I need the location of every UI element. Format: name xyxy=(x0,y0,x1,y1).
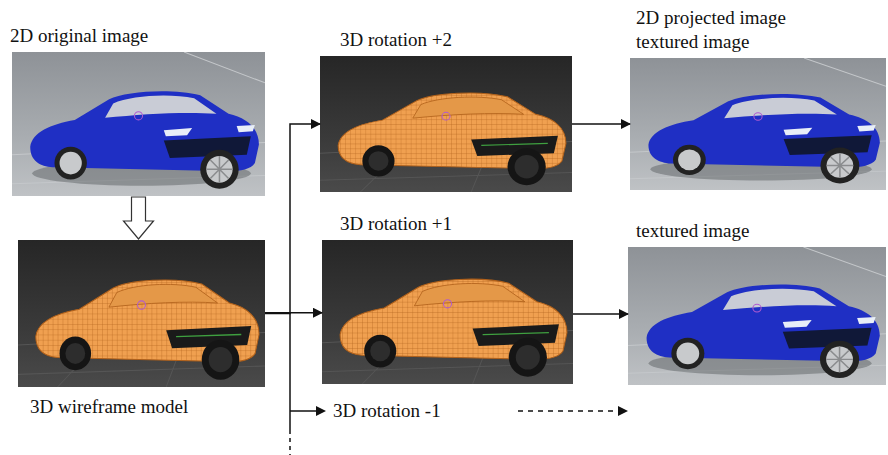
dashed-arrow xyxy=(518,410,620,412)
branch-arrow xyxy=(290,410,318,412)
branch-label: 3D rotation -1 xyxy=(333,399,441,423)
panel-caption: 3D rotation +2 xyxy=(340,28,452,52)
car-photo xyxy=(12,52,265,196)
panel-caption: 2D original image xyxy=(10,24,148,48)
caption-text: 3D rotation +2 xyxy=(340,28,452,52)
caption-text: 2D projected image xyxy=(636,6,786,30)
caption-text: textured image xyxy=(636,219,749,243)
continuation-line xyxy=(289,430,291,455)
caption-text: 2D original image xyxy=(10,24,148,48)
image-panel: 2D original image xyxy=(12,52,265,196)
image-panel: 2D projected imagetextured image xyxy=(630,58,886,190)
panel-caption: 2D projected imagetextured image xyxy=(636,6,786,54)
panel-caption: textured image xyxy=(636,219,749,243)
wireframe-render xyxy=(322,240,573,384)
connector-arrow xyxy=(124,197,154,239)
panel-caption: 3D rotation +1 xyxy=(340,212,452,236)
arrow-head xyxy=(618,406,628,416)
branch-line xyxy=(289,313,291,430)
connector-arrow xyxy=(265,124,320,314)
textured-render xyxy=(630,58,886,190)
caption-text: textured image xyxy=(636,30,786,54)
image-panel: 3D rotation +1 xyxy=(322,240,573,384)
caption-text: 3D rotation +1 xyxy=(340,212,452,236)
wireframe-render xyxy=(320,56,572,192)
textured-render xyxy=(628,247,886,385)
arrow-head xyxy=(316,406,326,416)
wireframe-render xyxy=(18,240,265,387)
caption-text: 3D wireframe model xyxy=(30,395,188,419)
image-panel: 3D rotation +2 xyxy=(320,56,572,192)
connector-arrow xyxy=(265,312,322,314)
connector-arrow xyxy=(572,123,630,125)
connector-arrow xyxy=(573,313,628,315)
image-panel: 3D wireframe model xyxy=(18,240,265,387)
panel-caption: 3D wireframe model xyxy=(30,395,188,419)
image-panel: textured image xyxy=(628,247,886,385)
